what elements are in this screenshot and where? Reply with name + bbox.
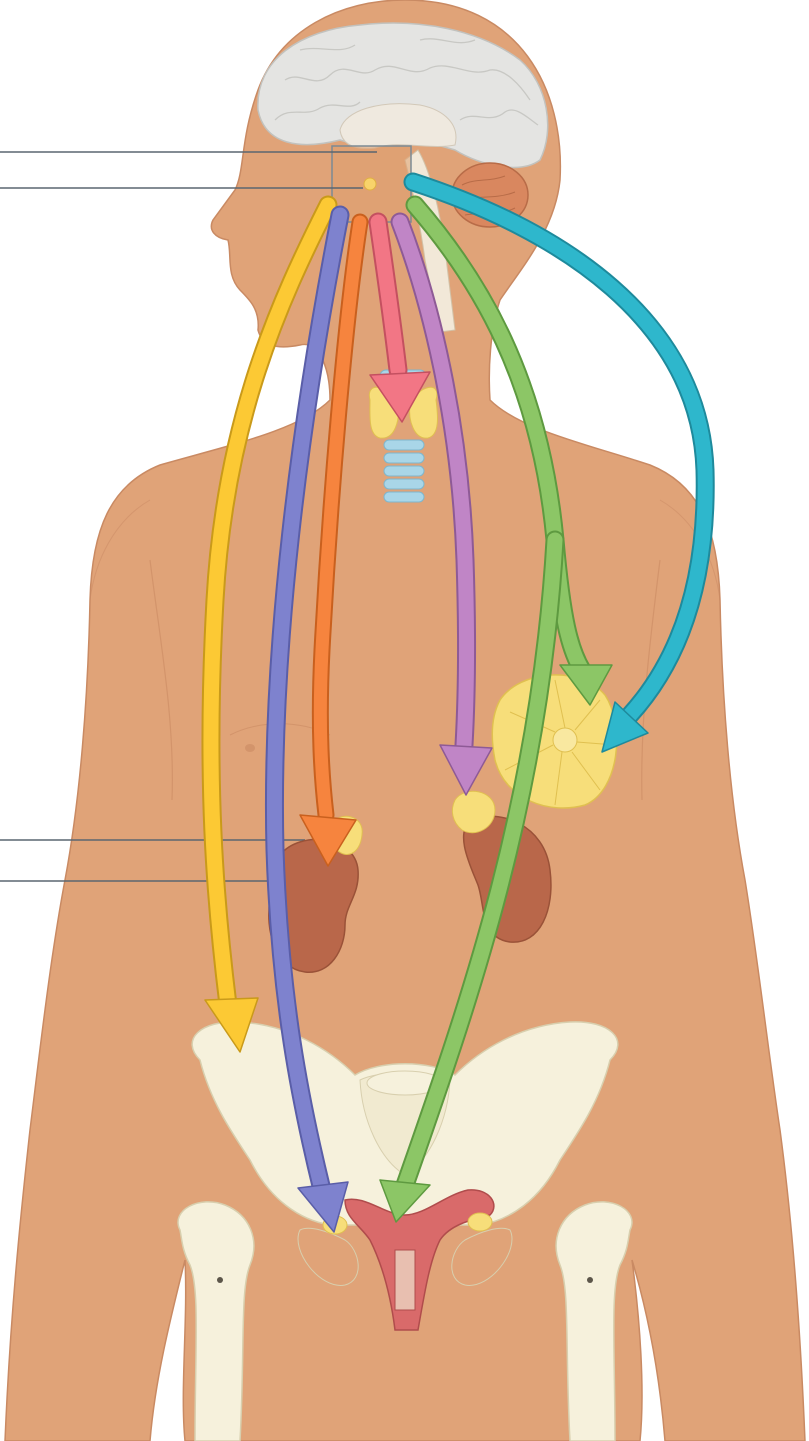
- left-adrenal-gland: [452, 791, 495, 833]
- pituitary-gland: [364, 178, 376, 190]
- mammary-gland: [492, 675, 616, 808]
- left-ovary: [468, 1213, 492, 1231]
